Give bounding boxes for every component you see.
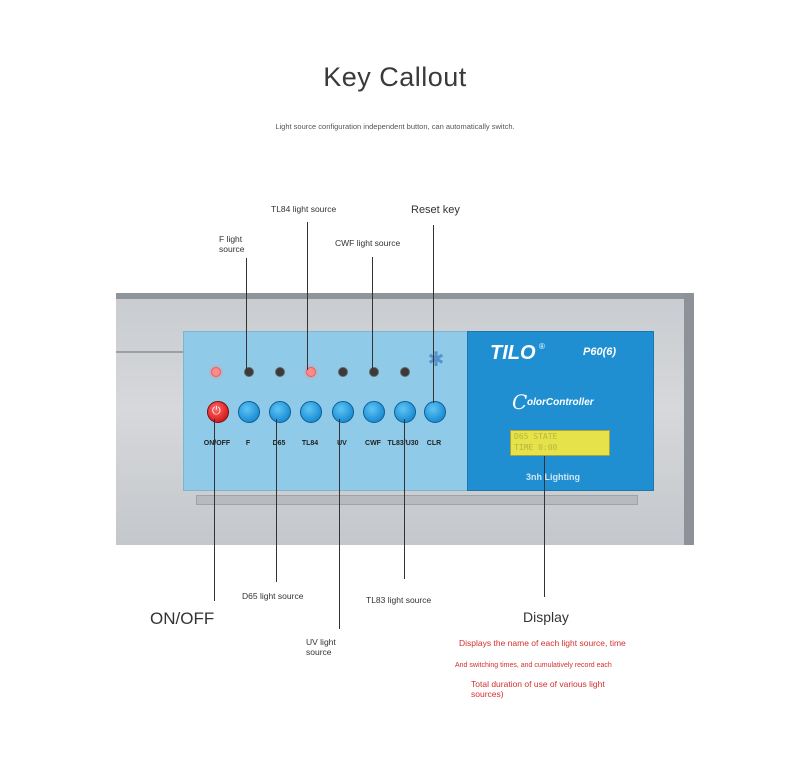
led-cwf [369, 367, 379, 377]
controller-initial: C [512, 390, 528, 414]
controller-name: olorController [527, 397, 594, 408]
led-on-off [211, 367, 221, 377]
device-side-edge [684, 293, 694, 545]
callout-line-tl83 [404, 419, 405, 579]
page-subtitle: Light source configuration independent b… [275, 122, 515, 131]
button-label-tl83: TL83/U30 [387, 440, 419, 447]
callout-d65-light: D65 light source [242, 591, 304, 601]
button-label-clr: CLR [426, 440, 442, 447]
callout-display: Display [523, 609, 569, 625]
tl83-button[interactable] [394, 401, 416, 423]
display-desc-line-2: And switching times, and cumulatively re… [455, 662, 612, 669]
led-tl83 [400, 367, 410, 377]
uv-button[interactable] [332, 401, 354, 423]
callout-tl83-light: TL83 light source [366, 595, 432, 605]
callout-on-off: ON/OFF [150, 609, 215, 628]
callout-reset-key: Reset key [411, 204, 460, 216]
callout-cwf-light: CWF light source [335, 238, 401, 248]
d65-button[interactable] [269, 401, 291, 423]
led-tl84 [306, 367, 316, 377]
watermark-icon: ✱ [427, 349, 445, 371]
callout-tl84-light: TL84 light source [271, 204, 337, 214]
tl84-button[interactable] [300, 401, 322, 423]
led-uv [338, 367, 348, 377]
power-icon: ⏻ [212, 405, 221, 417]
led-d65 [275, 367, 285, 377]
callout-line-tl84 [307, 222, 308, 370]
callout-line-cwf [372, 257, 373, 370]
callout-line-reset [433, 225, 434, 403]
callout-line-on-off [214, 419, 215, 601]
button-label-cwf: CWF [365, 440, 381, 447]
callout-line-uv [339, 419, 340, 629]
button-panel [183, 331, 470, 491]
lcd-display [510, 430, 610, 456]
button-label-on-off: ON/OFF [203, 440, 231, 447]
page-title: Key Callout [323, 62, 467, 92]
display-desc-line-3: Total duration of use of various light [471, 679, 605, 689]
button-label-tl84: TL84 [301, 440, 319, 447]
power-button[interactable]: ⏻ [207, 401, 229, 423]
callout-line-display [544, 456, 545, 597]
callout-f-light: F light source [219, 234, 245, 254]
company-name: 3nh Lighting [526, 472, 580, 482]
display-desc-line-1: Displays the name of each light source, … [459, 638, 626, 648]
button-label-d65: D65 [272, 440, 286, 447]
device-slot [196, 495, 638, 505]
led-f [244, 367, 254, 377]
f-button[interactable] [238, 401, 260, 423]
button-label-uv: UV [337, 440, 347, 447]
brand-logo: TILO [490, 342, 536, 364]
lcd-line-2: TIME 0:00 [514, 443, 558, 452]
callout-uv-light: UV light source [306, 637, 336, 657]
cwf-button[interactable] [363, 401, 385, 423]
display-desc-line-4: sources) [471, 689, 504, 699]
model-number: P60(6) [583, 346, 617, 358]
callout-line-f [246, 258, 247, 370]
registered-mark: ® [539, 342, 545, 351]
callout-line-d65 [276, 419, 277, 582]
lcd-line-1: D65 STATE [514, 432, 558, 441]
brand-panel [467, 331, 654, 491]
clr-button[interactable] [424, 401, 446, 423]
button-label-f: F [245, 440, 251, 447]
device-groove [116, 351, 186, 353]
device-top-edge [116, 293, 694, 301]
